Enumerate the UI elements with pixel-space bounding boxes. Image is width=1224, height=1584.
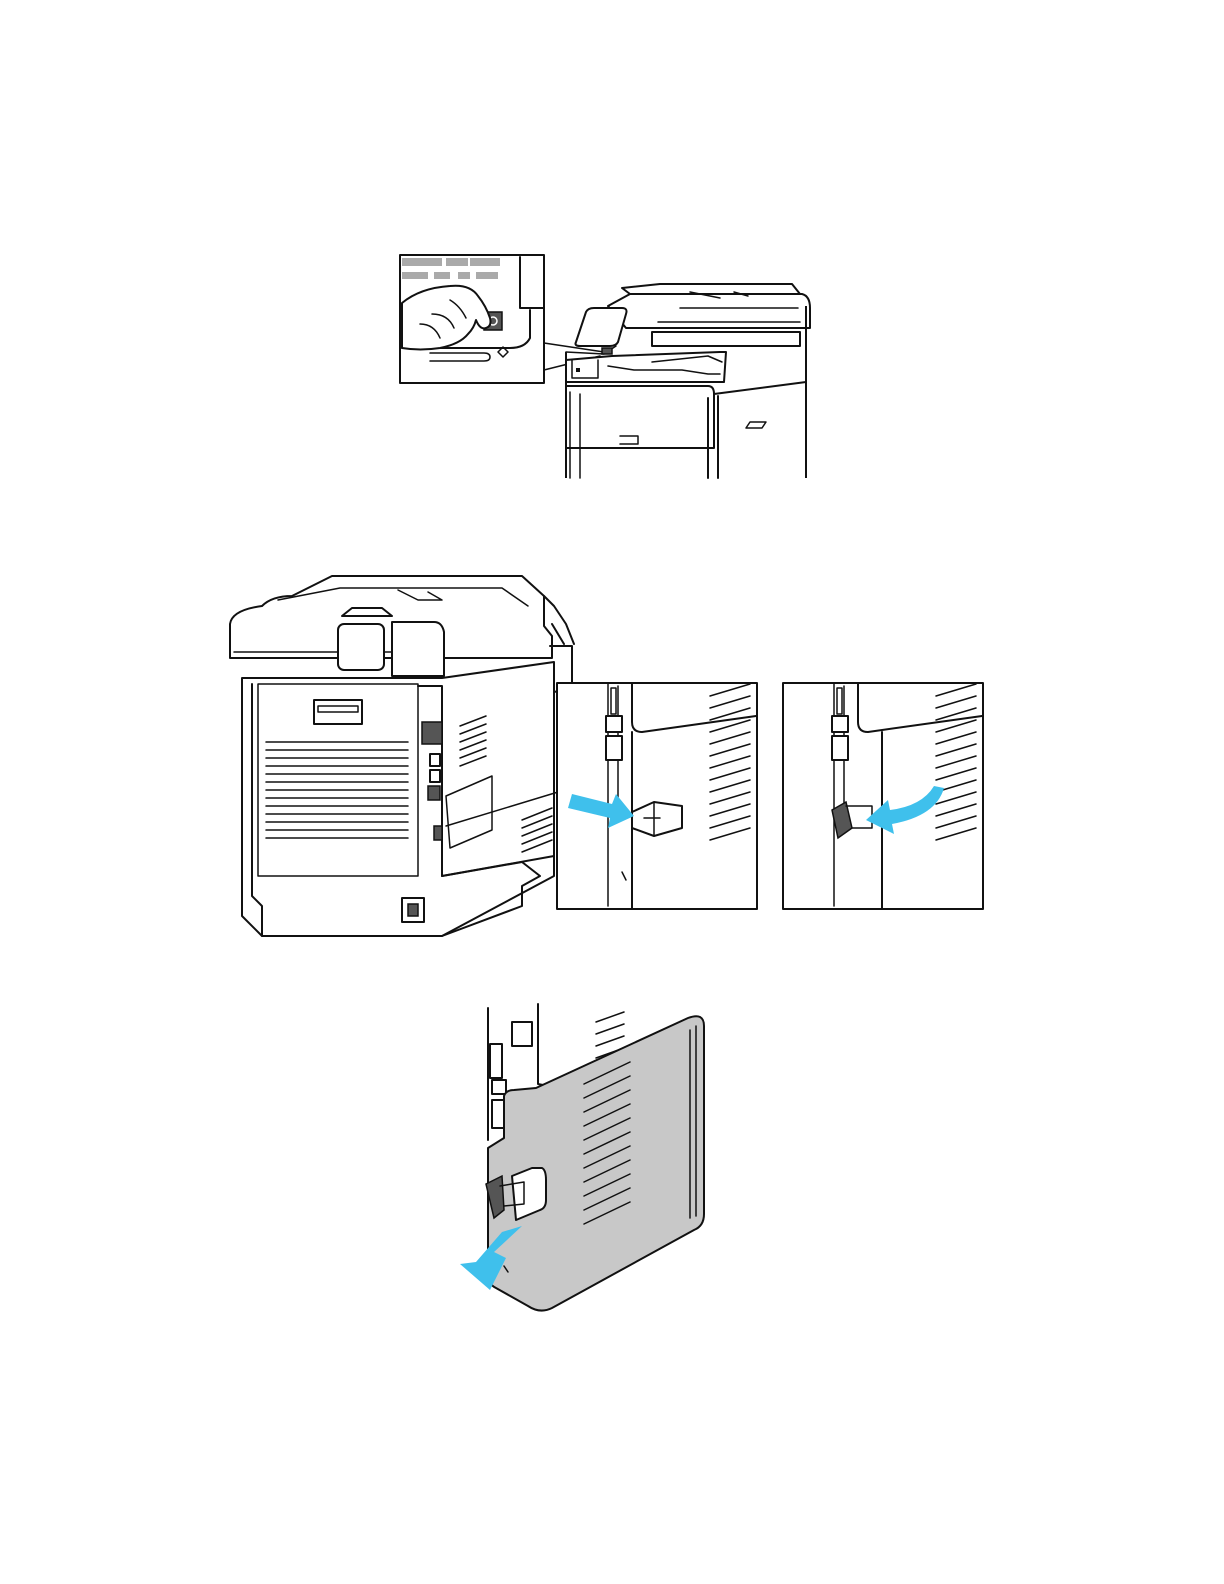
figure-power-off xyxy=(390,248,830,480)
rear-view-illustration xyxy=(222,566,992,946)
side-cover xyxy=(486,1016,704,1310)
inset-latch-push xyxy=(557,683,757,909)
power-off-illustration xyxy=(390,248,830,480)
printer-front-view xyxy=(566,284,810,478)
remove-cover-illustration xyxy=(460,1000,720,1316)
inset-latch-rotate xyxy=(783,683,983,909)
printer-rear-view xyxy=(230,576,574,936)
figure-remove-cover xyxy=(460,1000,720,1316)
figure-rear-view-cover-latch xyxy=(222,566,992,946)
